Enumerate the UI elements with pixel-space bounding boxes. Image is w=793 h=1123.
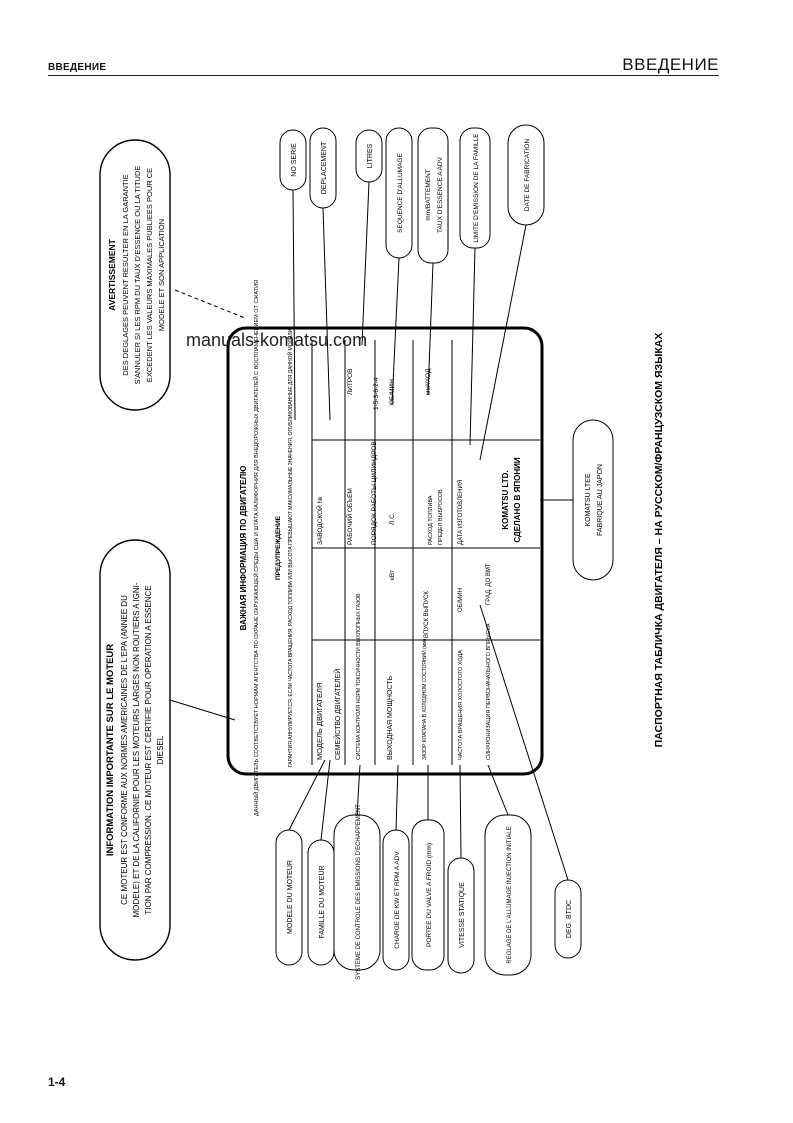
top-label: SEQUENCE D'ALLUMAGE <box>397 153 404 233</box>
leader-lines <box>169 181 573 881</box>
plate-right-col: ЗАВОДСКОЙ № РАБОЧИЙ ОБЪЕМ ПОРЯДОК РАБОТЫ… <box>315 368 464 545</box>
plate-cell: РАСХОД ТОПЛИВА <box>428 495 434 545</box>
bottom-label: SYSTEME DE CONTROLE DES EMISSIONS D'ECHA… <box>356 804 362 980</box>
top-label: LITRES <box>367 143 374 168</box>
info-title: INFORMATION IMPORTANTE SUR LE MOTEUR <box>105 644 116 856</box>
bottom-label: DEG. BTDC <box>566 900 573 938</box>
plate-value: ЛИТРОВ <box>347 369 354 396</box>
plate-cell: ЗАЗОР КЛАПАНА В ХОЛОДНОМ СОСТОЯНИИ (мм) <box>422 638 428 760</box>
page-number: 1-4 <box>48 1075 66 1089</box>
info-line: CE MOTEUR EST CONFORME AUX NORMES AMERIC… <box>120 595 129 905</box>
bottom-label: MODELE DU MOTEUR <box>287 860 294 934</box>
plate-cell: РАБОЧИЙ ОБЪЕМ <box>345 488 354 545</box>
plate-cell: Л.С. <box>389 512 396 525</box>
bottom-label: REGLAGE DE L'ALLUMAGE INJECTION INITIALE <box>507 826 513 963</box>
info-line: DIESEL <box>156 735 165 764</box>
top-label: TAUX D'ESSENCE A ADV <box>437 156 444 233</box>
header-rule <box>48 75 719 76</box>
plate-cell: ОБ/МИН <box>458 588 464 612</box>
plate-cell: ГРАД. ДО ВМТ <box>486 563 492 605</box>
figure-caption: ПАСПОРТНАЯ ТАБЛИЧКА ДВИГАТЕЛЯ – НА РУССК… <box>653 333 665 748</box>
warn-title: AVERTISSEMENT <box>107 238 117 310</box>
bottom-label: CHARGE DE KW ET RPM A ADV <box>394 851 401 949</box>
bottom-label: VITESSE STATIQUE <box>459 882 466 948</box>
plate-cell: ВПУСК ВЫПУСК <box>424 591 430 638</box>
top-label: NO SERIE <box>291 143 298 177</box>
plate-cell: СИСТЕМА КОНТРОЛЯ НОРМ ТОКСИЧНОСТИ ВЫХЛОП… <box>356 593 362 760</box>
warn-line: MODELE ET SON APPLICATION <box>157 219 166 331</box>
plate-cell: СИНХРОНИЗАЦИЯ ПЕРВОНАЧАЛЬНОГО ВПРЫСКА <box>486 623 492 760</box>
plate-title: ВАЖНАЯ ИНФОРМАЦИЯ ПО ДВИГАТЕЛЮ <box>239 466 248 631</box>
plate-cell: ПРЕДЕЛ ВЫБРОСОВ <box>438 489 444 545</box>
bottom-label: FAMILLE DU MOTEUR <box>319 865 326 938</box>
plate-maker: СДЕЛАНО В ЯПОНИИ <box>513 457 522 543</box>
bottom-label: PORTEE DU VALVE A FROID (mm) <box>426 843 433 947</box>
maker-fr: FABRIQUE AU JAPON <box>597 464 604 536</box>
info-balloon <box>99 539 171 961</box>
header-right: ВВЕДЕНИЕ <box>622 55 719 74</box>
maker-fr: KOMATSU LTEE <box>585 473 592 526</box>
top-label: DATE DE FABRICATION <box>524 139 531 212</box>
warn-line: DES DEGLAGES PEUVENT RESULTER EN LA GARA… <box>121 174 130 375</box>
plate-cell: ДАТА ИЗГОТОВЛЕНИЯ <box>458 480 464 545</box>
plate-cell: СЕМЕЙСТВО ДВИГАТЕЛЕЙ <box>333 669 342 760</box>
plate-value: ОБ/МИН <box>389 379 396 405</box>
watermark: manuals-komatsu.com <box>186 330 368 350</box>
warn-line: S'ANNULER SI LES RPM DU TAUX D'ESSENCE O… <box>133 166 142 385</box>
top-label: LIMITE D'EMISSION DE LA FAMILLE <box>473 133 480 243</box>
plate-cell: ПОРЯДОК РАБОТЫ ЦИЛИНДРОВ <box>371 441 378 545</box>
plate-intro: ДАННЫЙ ДВИГАТЕЛЬ СООТВЕТСТВУЕТ НОРМАМ АГ… <box>252 280 260 816</box>
plate-cell: ЗАВОДСКОЙ № <box>315 496 324 545</box>
plate-left-col: МОДЕЛЬ ДВИГАТЕЛЯ СЕМЕЙСТВО ДВИГАТЕЛЕЙ СИ… <box>315 593 492 760</box>
plate-cell: МОДЕЛЬ ДВИГАТЕЛЯ <box>315 683 324 760</box>
plate-value: мм³/ХОД <box>425 368 432 395</box>
plate-cell: кВт <box>389 570 396 580</box>
plate-cell: ЧАСТОТА ВРАЩЕНИЯ ХОЛОСТОГО ХОДА <box>458 650 464 760</box>
plate-maker: KOMATSU LTD. <box>501 470 510 529</box>
plate-warn-title: ПРЕДУПРЕЖДЕНИЕ <box>275 515 282 580</box>
engine-plate <box>226 326 544 776</box>
plate-warn-text: ГАРАНТИЯ АННУЛИРУЕТСЯ, ЕСЛИ ЧАСТОТА ВРАЩ… <box>286 329 294 768</box>
plate-mid-col: кВт ВПУСК ВЫПУСК ОБ/МИН ГРАД. ДО ВМТ <box>389 563 492 638</box>
info-line: TION PAR COMPRESSION. CE MOTEUR EST CERT… <box>144 585 153 914</box>
warn-line: EXCEDENT LES VALEURS MAXIMALES PUBLIEES … <box>145 168 154 382</box>
plate-value: 1-5-3-6-2-4 <box>373 377 380 410</box>
plate-cell: ВЫХОДНАЯ МОЩНОСТЬ <box>387 676 394 760</box>
maker-bubble <box>572 419 614 581</box>
top-label: DEPLACEMENT <box>321 141 328 194</box>
top-label-2: mm/BATTEMENT <box>425 169 432 221</box>
info-line: MODELE) ET DE LA CALIFORNIE POUR LES MOT… <box>132 582 141 917</box>
warning-balloon <box>99 139 171 411</box>
header-left: ВВЕДЕНИЕ <box>48 62 107 73</box>
